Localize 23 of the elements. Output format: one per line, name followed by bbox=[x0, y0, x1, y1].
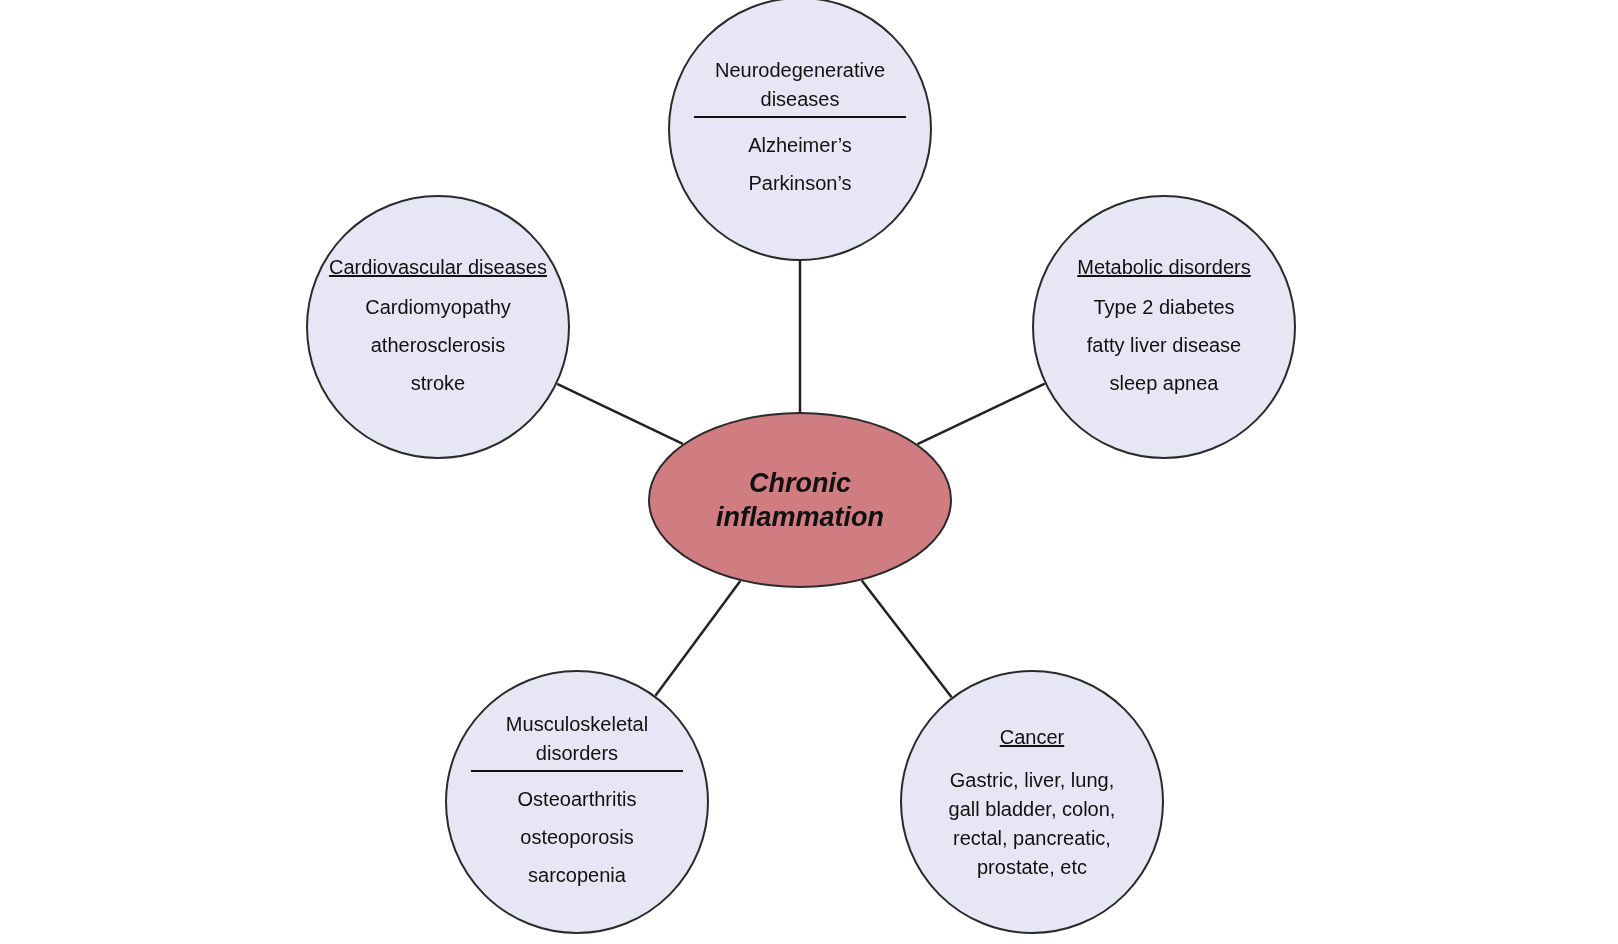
node-heading: Musculoskeletal disorders bbox=[471, 710, 683, 772]
node-item: fatty liver disease bbox=[1086, 332, 1242, 358]
node-item: sleep apnea bbox=[1109, 370, 1219, 396]
node-item: osteoporosis bbox=[520, 825, 634, 850]
node-item: Alzheimer’s bbox=[748, 133, 852, 158]
connector-line bbox=[654, 580, 742, 697]
node-item: stroke bbox=[410, 370, 466, 396]
node-item: Cardiomyopathy bbox=[365, 294, 511, 320]
node-text: Gastric, liver, lung, gall bladder, colon, rectal, pancreatic, prostate, etc bbox=[947, 767, 1117, 880]
node-item: sarcopenia bbox=[528, 863, 626, 888]
connector-line bbox=[798, 261, 802, 412]
node-item: Parkinson’s bbox=[748, 171, 852, 196]
node-item: Type 2 diabetes bbox=[1093, 294, 1235, 320]
connector-line bbox=[556, 382, 684, 446]
node-title: Chronic inflammation bbox=[715, 467, 885, 534]
node-heading: Cardiovascular diseases bbox=[329, 254, 547, 280]
connector-line bbox=[860, 579, 953, 699]
node-heading: Cancer bbox=[999, 724, 1065, 750]
node-heading: Neurodegenerative diseases bbox=[694, 56, 906, 118]
node-heading: Metabolic disorders bbox=[1077, 254, 1251, 280]
node-item: atherosclerosis bbox=[370, 332, 506, 358]
node-item: Osteoarthritis bbox=[517, 787, 637, 812]
connector-line bbox=[916, 382, 1046, 446]
